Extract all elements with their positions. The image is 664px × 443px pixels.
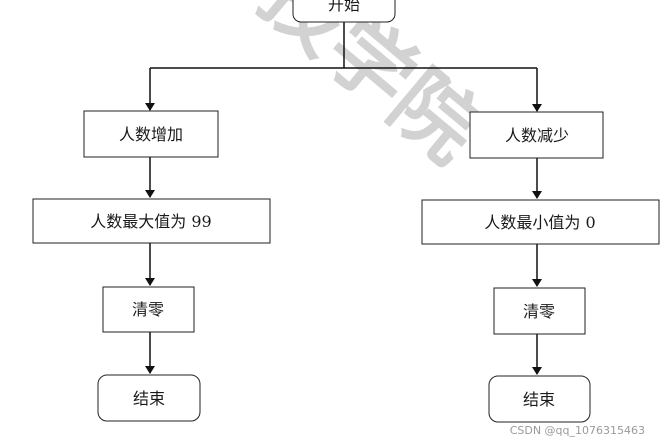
- node-decrease-label: 人数减少: [505, 126, 569, 145]
- node-end-left-label: 结束: [133, 389, 165, 408]
- node-increase: 人数增加: [83, 110, 219, 158]
- node-start: 开始: [292, 0, 396, 23]
- edges: [145, 22, 542, 375]
- node-start-label: 开始: [328, 0, 360, 14]
- node-end-right-label: 结束: [523, 390, 555, 409]
- node-clear-left-label: 清零: [132, 300, 164, 319]
- node-max: 人数最大值为 99: [32, 198, 271, 244]
- node-max-label: 人数最大值为 99: [90, 212, 211, 231]
- node-decrease: 人数减少: [469, 111, 604, 159]
- node-clear-left: 清零: [102, 286, 195, 333]
- node-min: 人数最小值为 0: [421, 199, 660, 245]
- watermark-text: 技学院: [243, 0, 499, 182]
- node-clear-right: 清零: [493, 287, 586, 335]
- node-min-label: 人数最小值为 0: [484, 213, 595, 232]
- node-clear-right-label: 清零: [523, 302, 555, 321]
- node-end-left: 结束: [97, 374, 201, 422]
- node-increase-label: 人数增加: [119, 125, 183, 144]
- csdn-credit-text: CSDN @qq_1076315463: [510, 424, 645, 437]
- node-end-right: 结束: [488, 375, 591, 423]
